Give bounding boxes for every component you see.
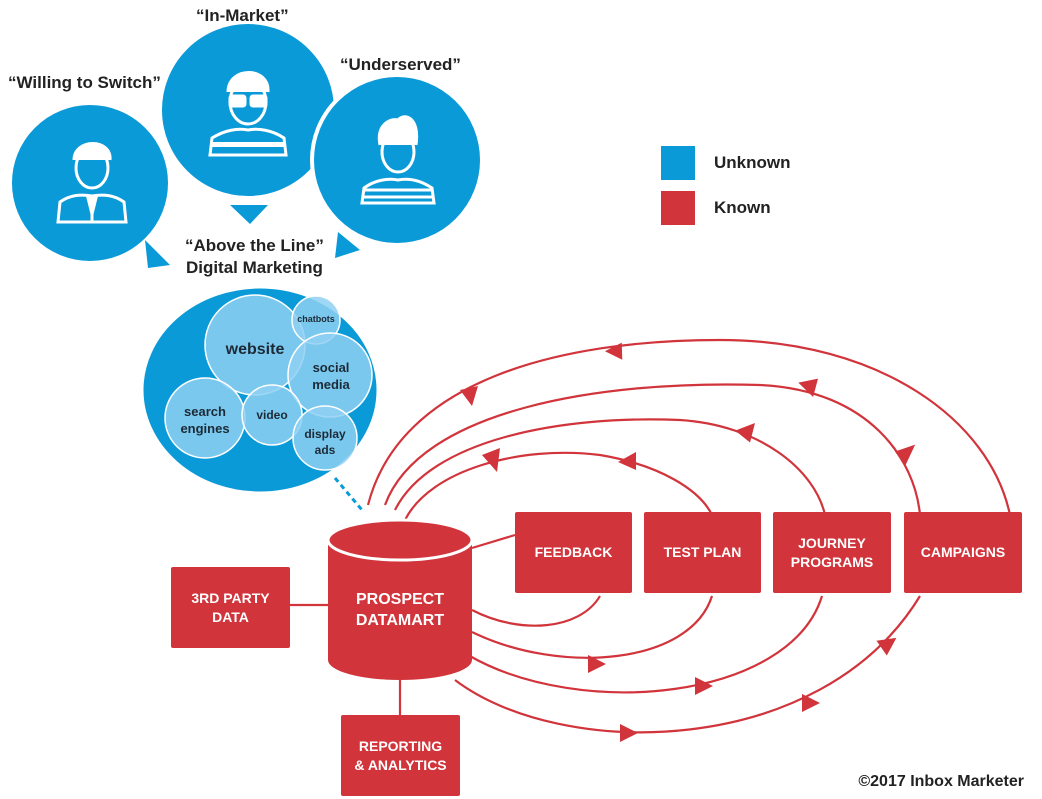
box-journey-programs: JOURNEY PROGRAMS (773, 512, 891, 593)
bubble-tail (145, 240, 170, 268)
dashed-connector (333, 477, 364, 511)
label-website: website (225, 341, 285, 358)
arrowhead (876, 637, 897, 656)
label-underserved: “Underserved” (340, 55, 461, 74)
legend-swatch-unknown (661, 146, 695, 180)
person-icon (360, 115, 436, 205)
bubble-in-market (158, 20, 338, 200)
bubble-tail (230, 205, 268, 224)
arrowhead (895, 444, 916, 467)
bubble-willing (8, 101, 172, 265)
copyright: ©2017 Inbox Marketer (858, 773, 1024, 790)
box-test-plan: TEST PLAN (644, 512, 761, 593)
label-video: video (256, 408, 288, 422)
loop-arrowheads (460, 342, 916, 742)
person-icon (208, 71, 288, 157)
arrowhead (604, 342, 623, 360)
arrowhead (798, 378, 819, 397)
label-prospect-datamart: PROSPECT DATAMART (355, 591, 445, 629)
loop-journey-top (383, 383, 922, 516)
bubble-tail (335, 232, 360, 258)
loop-testplan-bottom (471, 595, 714, 659)
arrowhead (588, 655, 606, 673)
arrowhead (618, 452, 636, 470)
legend-label-unknown: Unknown (714, 153, 791, 172)
box-label: FEEDBACK (534, 544, 613, 561)
label-social-media: social media (312, 360, 350, 392)
arrowhead (620, 724, 638, 742)
datamart-cylinder (326, 518, 474, 680)
box-reporting-analytics: REPORTING & ANALYTICS (341, 715, 460, 796)
box-label: JOURNEY PROGRAMS (790, 534, 874, 570)
box-label: REPORTING & ANALYTICS (354, 737, 447, 773)
label-in-market: “In-Market” (196, 6, 289, 25)
label-display-ads: display ads (304, 427, 346, 457)
loop-campaigns-bottom (454, 595, 921, 734)
feedback-loops (366, 338, 1012, 734)
arrowhead (802, 694, 820, 712)
label-chatbots: chatbots (297, 314, 335, 324)
arrowhead (695, 677, 713, 695)
box-third-party-data: 3RD PARTY DATA (171, 567, 290, 648)
box-label: TEST PLAN (663, 544, 742, 561)
label-willing-to-switch: “Willing to Switch” (8, 73, 161, 92)
label-search-engines: search engines (180, 404, 230, 436)
connector-feedback (471, 533, 516, 550)
arrowhead (482, 448, 500, 472)
channel-circles (164, 294, 373, 471)
box-campaigns: CAMPAIGNS (904, 512, 1022, 593)
arrowhead (460, 386, 478, 406)
loop-feedback-bottom (471, 595, 601, 627)
person-icon (56, 142, 128, 224)
arrowhead (735, 422, 755, 443)
loop-campaigns-top (366, 338, 1012, 516)
legend-swatch-known (661, 191, 695, 225)
bubble-underserved (310, 73, 484, 247)
loop-testplan-top (394, 418, 827, 516)
segment-bubbles (8, 20, 484, 268)
legend-label-known: Known (714, 198, 771, 217)
box-label: 3RD PARTY DATA (191, 589, 270, 625)
circle-display-ads (292, 405, 358, 471)
loop-journey-bottom (467, 595, 824, 694)
label-above-the-line: “Above the Line” Digital Marketing (185, 236, 324, 278)
loop-feedback-top (404, 451, 713, 521)
box-label: CAMPAIGNS (920, 544, 1006, 561)
box-feedback: FEEDBACK (515, 512, 632, 593)
